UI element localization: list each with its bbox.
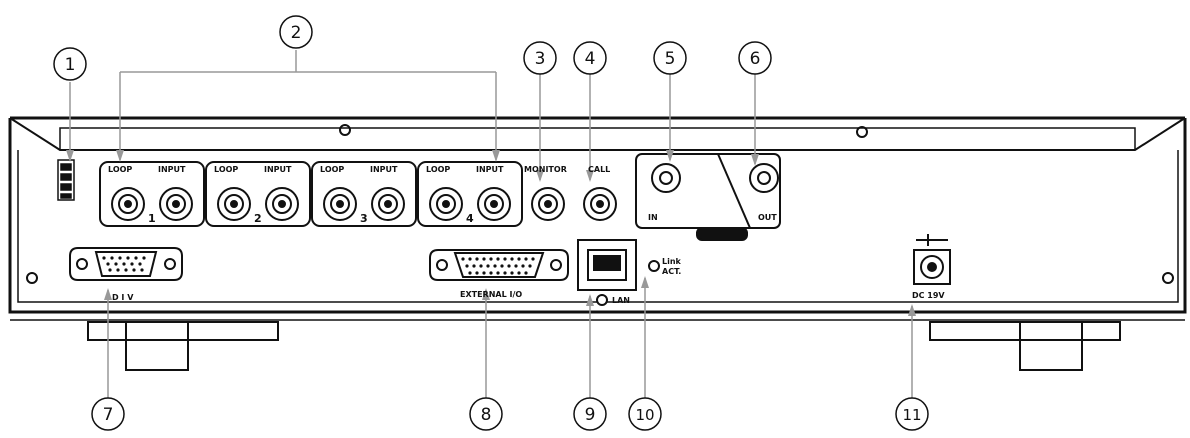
callout-5: 5 [665,49,676,69]
ch3-loop-label: LOOP [320,165,344,174]
dc-19v-label: DC 19V [912,291,945,300]
callout-9: 9 [585,405,596,425]
callout-7: 7 [103,405,114,425]
ch3-number: 3 [360,212,368,225]
act-label: ACT. [662,267,681,276]
callout-8: 8 [481,405,492,425]
ch4-input-label: INPUT [476,165,504,174]
ch2-number: 2 [254,212,262,225]
ch1-number: 1 [148,212,156,225]
monitor-label: MONITOR [524,165,567,174]
callout-4: 4 [585,49,596,69]
lan-label: LAN [612,296,630,305]
ch2-loop-label: LOOP [214,165,238,174]
ch4-loop-label: LOOP [426,165,450,174]
callout-6: 6 [750,49,761,69]
rf-out-label: OUT [758,213,777,222]
rf-in-label: IN [648,213,658,222]
callout-3: 3 [535,49,546,69]
ch1-input-label: INPUT [158,165,186,174]
ch1-loop-label: LOOP [108,165,132,174]
ch2-input-label: INPUT [264,165,292,174]
dip-switch-block [57,159,75,201]
callout-11: 11 [902,406,921,424]
external-io-label: EXTERNAL I/O [460,290,522,299]
ch3-input-label: INPUT [370,165,398,174]
callout-2: 2 [291,23,302,43]
link-label: Link [662,257,682,266]
call-label: CALL [588,165,610,174]
callout-1: 1 [65,55,76,75]
dvi-label: D I V [112,293,134,302]
ch4-number: 4 [466,212,474,225]
callout-10: 10 [635,406,654,424]
